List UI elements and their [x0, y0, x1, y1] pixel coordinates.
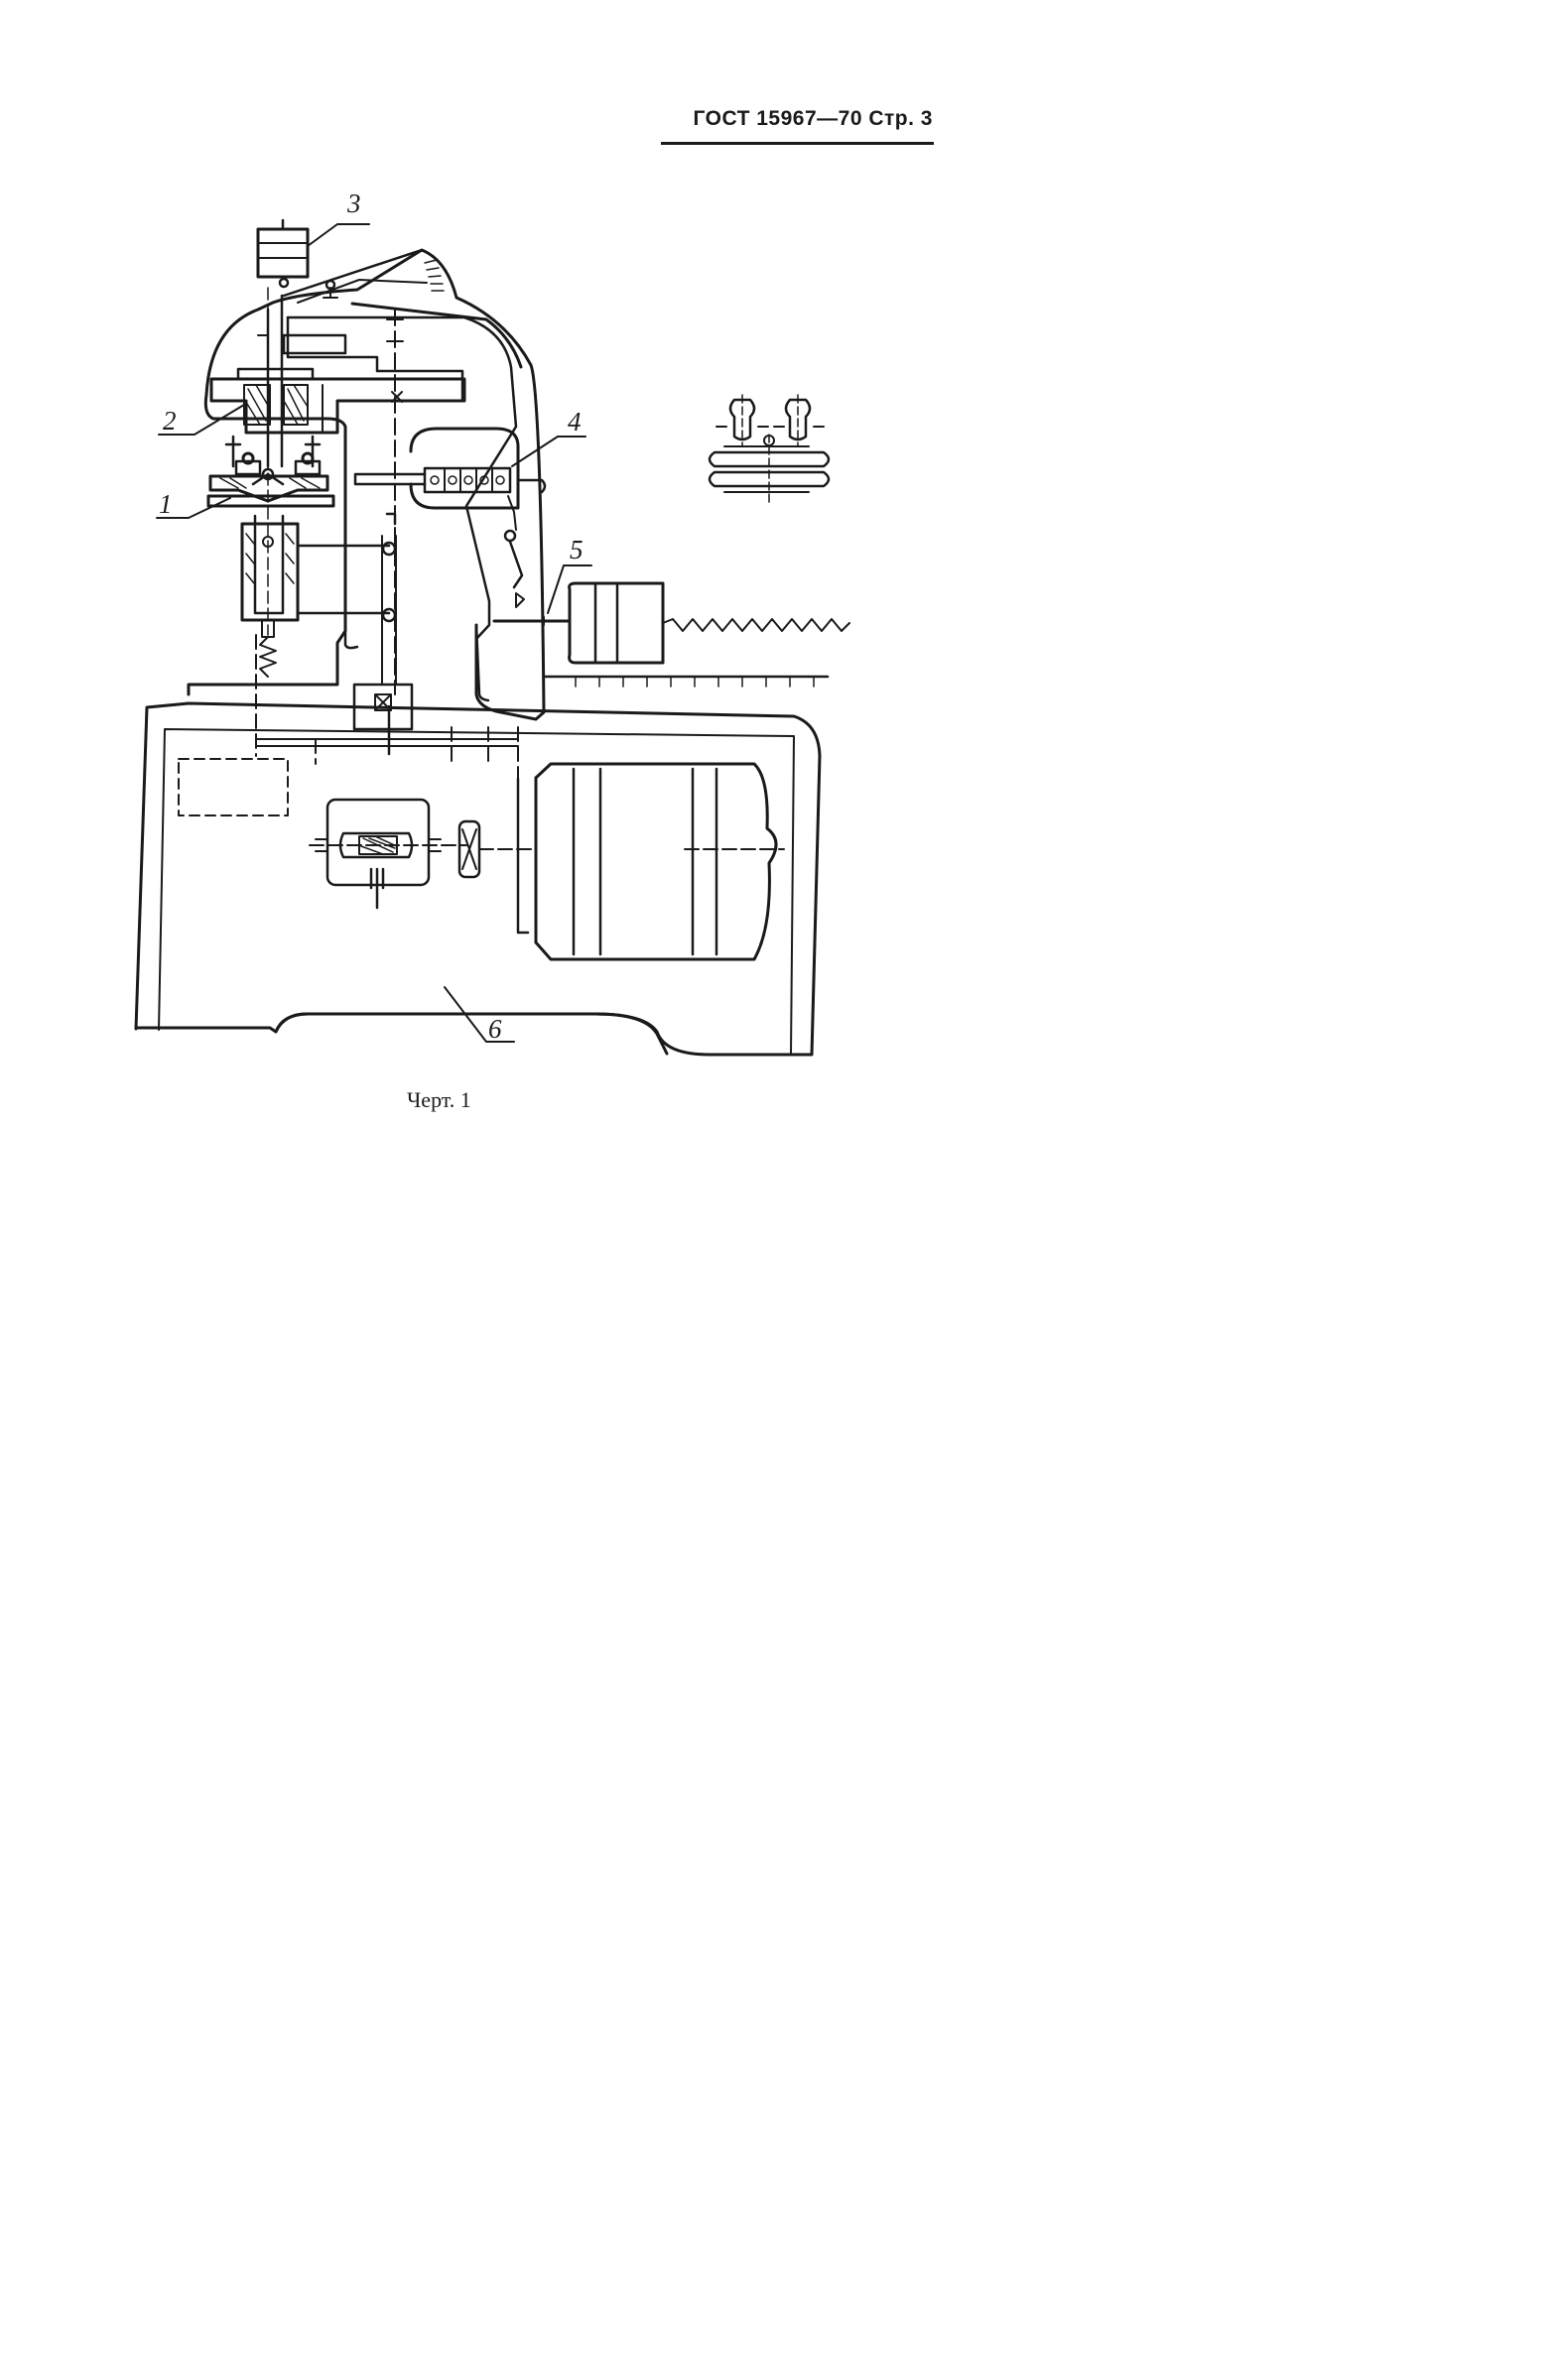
- spindle-head: [206, 287, 466, 678]
- counter-unit: [353, 427, 547, 608]
- weight-block: [256, 218, 338, 299]
- header-rule: [661, 142, 934, 145]
- callout-3: 3: [346, 188, 361, 218]
- standard-number: ГОСТ 15967—70: [693, 107, 863, 130]
- machine-drawing: 1 2 3 4 5 6: [134, 188, 850, 1057]
- leader-lines: [156, 223, 592, 1043]
- callout-1: 1: [159, 489, 173, 519]
- tension-weight: [492, 581, 850, 688]
- callout-4: 4: [568, 407, 582, 437]
- callout-labels: 1 2 3 4 5 6: [159, 188, 584, 1044]
- c-frame: [187, 248, 546, 756]
- base-housing: [134, 634, 822, 1057]
- callout-2: 2: [163, 406, 177, 436]
- callout-6: 6: [488, 1014, 502, 1044]
- page-number: Стр. 3: [868, 107, 933, 130]
- callout-5: 5: [570, 535, 584, 564]
- detail-view: [708, 394, 831, 503]
- page-header: ГОСТ 15967—70 Стр. 3: [663, 107, 933, 131]
- figure-caption: Черт. 1: [407, 1087, 471, 1112]
